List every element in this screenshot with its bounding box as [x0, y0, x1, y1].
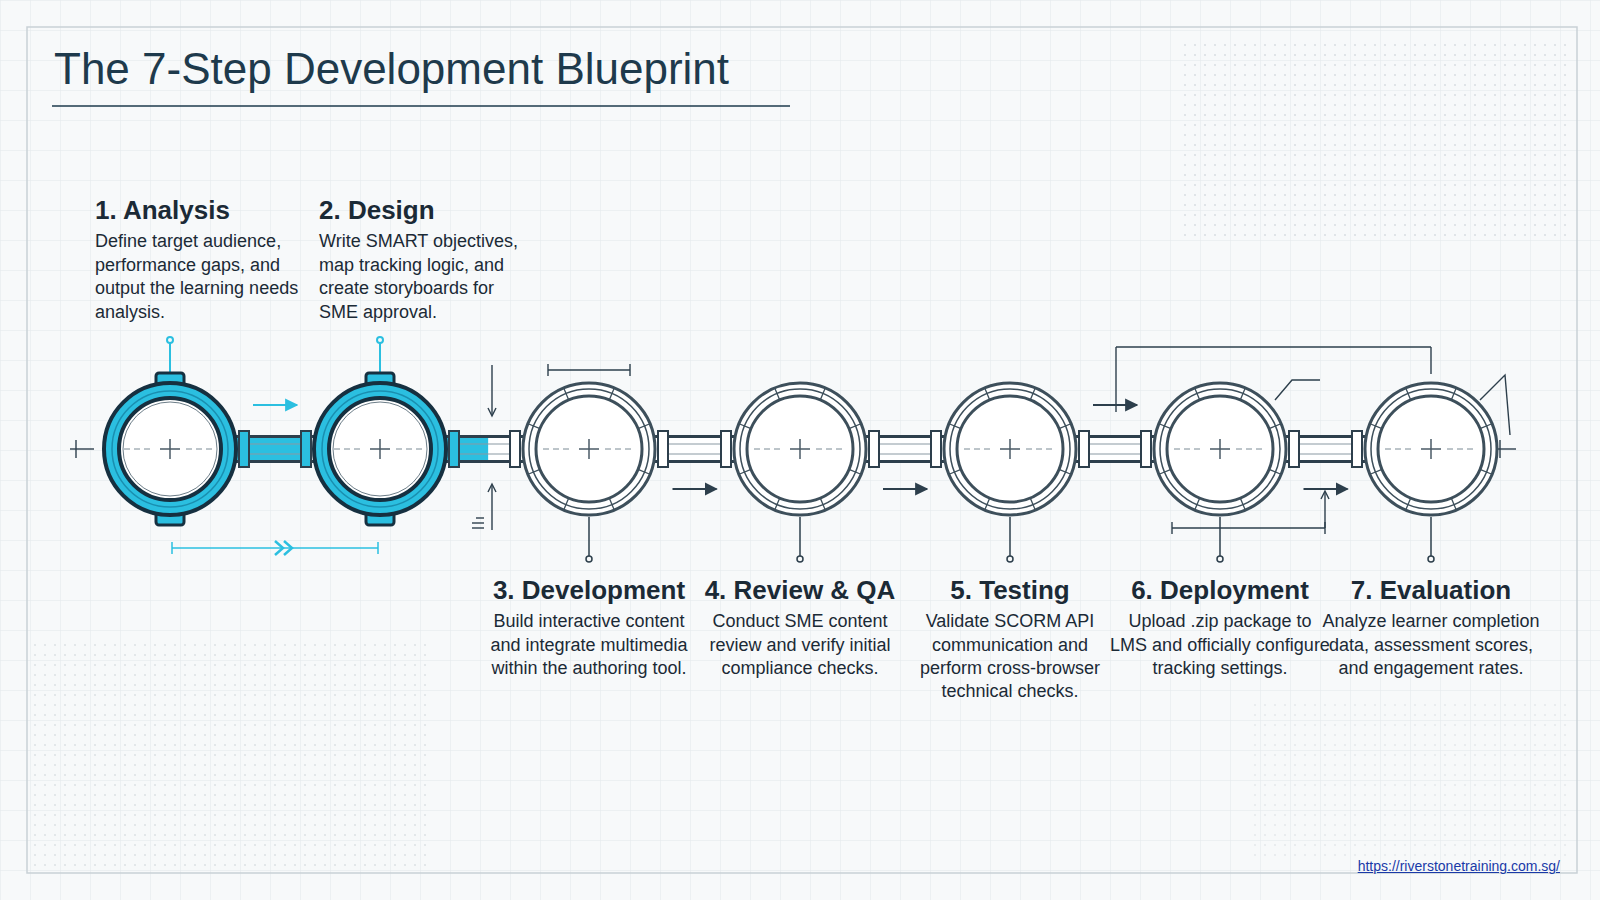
ring-shape — [1152, 381, 1288, 517]
step-heading: 1. Analysis — [95, 195, 310, 226]
pipe-connector — [234, 405, 316, 467]
step-ring: 2. DesignWrite SMART objectives, map tra… — [312, 381, 448, 517]
ring-shape — [521, 381, 657, 517]
step-text: 1. AnalysisDefine target audience, perfo… — [95, 195, 310, 324]
ring-shape — [732, 381, 868, 517]
step-ring: 1. AnalysisDefine target audience, perfo… — [102, 381, 238, 517]
step-ring: 6. DeploymentUpload .zip package to LMS … — [1152, 381, 1288, 517]
step-text: 2. DesignWrite SMART objectives, map tra… — [319, 195, 534, 324]
step-description: Define target audience, performance gaps… — [95, 230, 310, 324]
diagram-title: The 7-Step Development Blueprint — [54, 44, 729, 94]
step-description: Write SMART objectives, map tracking log… — [319, 230, 534, 324]
step-ring: 4. Review & QAConduct SME content review… — [732, 381, 868, 517]
step-heading: 5. Testing — [900, 575, 1120, 606]
ring-shape — [102, 381, 238, 517]
step-description: Analyze learner completion data, assessm… — [1321, 610, 1541, 680]
pipe-connector — [444, 431, 525, 467]
step-text: 7. EvaluationAnalyze learner completion … — [1321, 575, 1541, 680]
step-ring: 5. TestingValidate SCORM API communicati… — [942, 381, 1078, 517]
step-heading: 7. Evaluation — [1321, 575, 1541, 606]
step-description: Validate SCORM API communication and per… — [900, 610, 1120, 704]
step-heading: 3. Development — [479, 575, 699, 606]
pipe-connector — [864, 431, 946, 489]
step-ring: 3. DevelopmentBuild interactive content … — [521, 381, 657, 517]
ring-shape — [312, 381, 448, 517]
step-text: 6. DeploymentUpload .zip package to LMS … — [1110, 575, 1330, 680]
step-text: 4. Review & QA Conduct SME content review… — [690, 575, 910, 680]
pipe-connector — [653, 431, 736, 489]
ring-shape — [1363, 381, 1499, 517]
step-description: Build interactive content and integrate … — [479, 610, 699, 680]
step-ring: 7. EvaluationAnalyze learner completion … — [1363, 381, 1499, 517]
step-text: 3. DevelopmentBuild interactive content … — [479, 575, 699, 680]
step-heading: 6. Deployment — [1110, 575, 1330, 606]
step-description: Upload .zip package to LMS and officiall… — [1110, 610, 1330, 680]
step-heading: 4. Review & QA — [690, 575, 910, 606]
source-url: https://riverstonetraining.com.sg/ — [1358, 858, 1560, 874]
ring-shape — [942, 381, 1078, 517]
pipe-connector — [1074, 405, 1156, 467]
pipe-connector — [1284, 431, 1367, 489]
step-description: Conduct SME content review and verify in… — [690, 610, 910, 680]
step-text: 5. TestingValidate SCORM API communicati… — [900, 575, 1120, 704]
step-heading: 2. Design — [319, 195, 534, 226]
